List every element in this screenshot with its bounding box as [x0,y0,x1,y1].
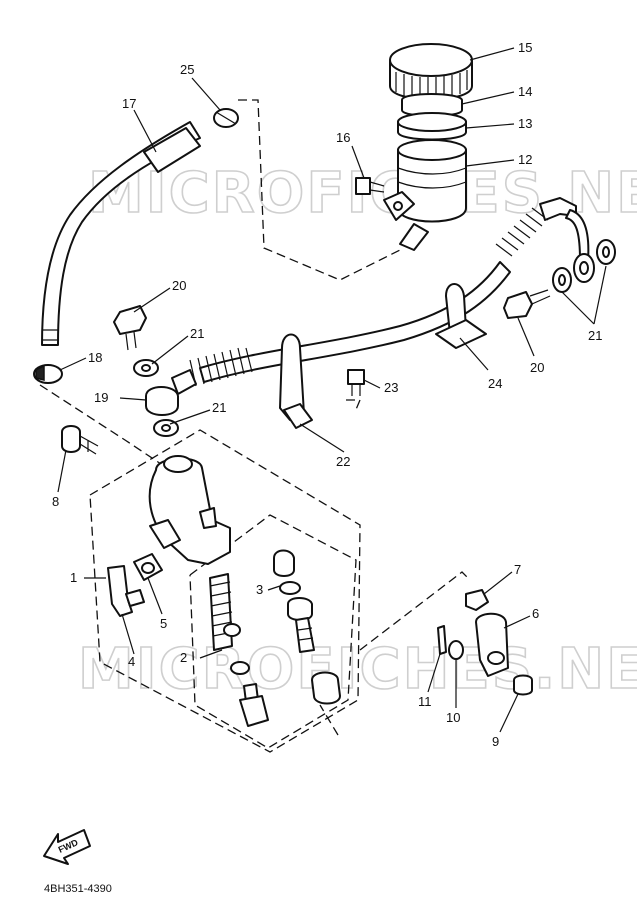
screw-16 [355,177,385,195]
callout-21-middle: 21 [212,400,226,415]
banjo-bolt-20-upper [113,305,147,351]
callout-10: 10 [446,710,460,725]
callout-8: 8 [52,494,59,509]
leader-lines [57,47,607,733]
callout-21-upper: 21 [190,326,204,341]
o-ring-5 [133,553,163,581]
bolt-23 [347,369,365,396]
hose-joint-4 [107,565,145,617]
callout-6: 6 [532,606,539,621]
callout-19: 19 [94,390,108,405]
callout-23: 23 [384,380,398,395]
callout-20-upper: 20 [172,278,186,293]
reservoir-cap-15 [389,43,473,101]
brake-hose [171,197,595,395]
callout-7: 7 [514,562,521,577]
clamp-22 [279,333,313,429]
union-bolt-19 [145,386,179,416]
watermark-bottom: MICROFICHES.NET [78,637,637,702]
callout-5: 5 [160,616,167,631]
cotter-pin-11 [437,625,447,655]
callout-1: 1 [70,570,77,585]
boot-and-rod [273,549,341,705]
banjo-bolt-20-lower [503,289,551,319]
forward-arrow-icon: FWD [43,829,91,865]
plate-13 [397,112,467,141]
pin-9 [513,674,533,696]
callout-labels: 15 14 13 12 16 25 17 18 19 20 21 21 20 2… [52,40,602,749]
dashed-guides [39,99,471,753]
hose-17 [41,121,201,346]
callout-14: 14 [518,84,532,99]
callout-9: 9 [492,734,499,749]
piston-kit-2 [209,573,269,727]
clip-25 [213,108,239,128]
callout-3: 3 [256,582,263,597]
document-code: 4BH351-4390 [44,883,112,895]
callout-24: 24 [488,376,502,391]
clevis-6 [475,612,509,677]
callout-22: 22 [336,454,350,469]
callout-20-lower: 20 [530,360,544,375]
washer-10 [448,640,464,660]
callout-16: 16 [336,130,350,145]
reservoir-body-12 [383,139,467,251]
callout-18: 18 [88,350,102,365]
callout-13: 13 [518,116,532,131]
callout-25: 25 [180,62,194,77]
clamp-24 [435,283,487,349]
callout-21-right: 21 [588,328,602,343]
diaphragm-14 [401,93,463,117]
clip-18 [33,364,63,384]
master-cylinder-body [148,455,231,565]
callout-17: 17 [122,96,136,111]
callout-2: 2 [180,650,187,665]
callout-12: 12 [518,152,532,167]
callout-11: 11 [418,694,432,709]
bolt-8 [61,425,99,455]
callout-15: 15 [518,40,532,55]
callout-4: 4 [128,654,135,669]
nut-7 [465,589,489,611]
